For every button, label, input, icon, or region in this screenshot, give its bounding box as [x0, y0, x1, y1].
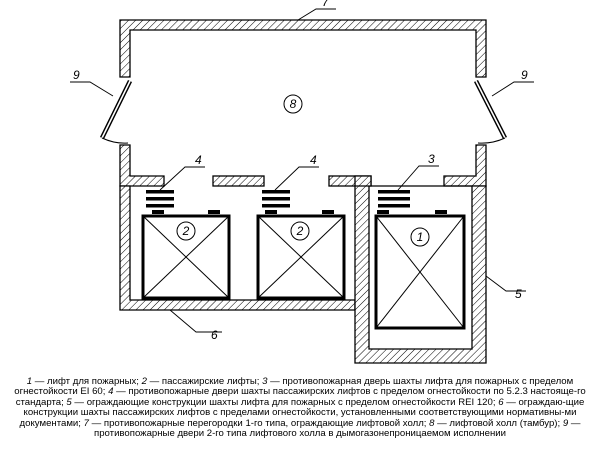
shaft-door-left-jamb-r [208, 210, 220, 214]
legend-num-5: 5 [66, 396, 72, 408]
firefighter-shaft-enclosure [354, 175, 487, 364]
leader-3 [397, 165, 439, 191]
leader-9-left [70, 81, 114, 97]
legend-text-5: — ограждающие конструкции шахты лифта дл… [71, 396, 499, 408]
shaft-door-fire-bar-1 [378, 190, 410, 194]
callout-4-left: 4 [195, 153, 202, 167]
shaft-door-left-bar-1 [146, 190, 174, 194]
legend-text-4: — противопожарные двери шахты пассажирск… [15, 386, 586, 408]
mark-8: 8 [290, 97, 297, 111]
leader-9-right [491, 81, 534, 97]
legend-text-3: — противопожарная дверь шахты лифта для … [14, 377, 574, 398]
item-marks: 8 2 2 1 [176, 94, 430, 247]
mark-circle-1 [410, 227, 430, 247]
hall-bottom-right-partition [443, 144, 487, 187]
legend-text-8: — лифтовой холл (тамбур); [434, 417, 563, 429]
hall-bottom-middle-partition [212, 175, 265, 187]
leader-5 [485, 275, 526, 292]
legend-text-9: — противопожарные двери 2-го типа лифтов… [94, 417, 581, 440]
shaft-door-middle-bar-1 [262, 190, 290, 194]
leader-7 [297, 8, 336, 21]
shaft-door-left-bar-3 [146, 204, 174, 208]
legend-num-4: 4 [108, 386, 114, 398]
mark-circle-2-left [176, 221, 196, 241]
legend-num-7: 7 [83, 417, 89, 429]
shaft-door-left-jamb-l [152, 210, 164, 214]
legend-num-9: 9 [562, 417, 569, 429]
callout-7: 7 [322, 0, 330, 9]
shaft-door-middle-jamb-r [322, 210, 334, 214]
mark-circle-2-middle [290, 221, 310, 241]
callout-9-right: 9 [521, 68, 528, 82]
legend-text-7: — противопожарные перегородки 1-го типа,… [88, 417, 430, 429]
shaft-door-left-bar-2 [146, 197, 174, 201]
legend-num-3: 3 [262, 377, 268, 387]
door-right-swing-arc [477, 137, 506, 144]
door-right-leaf-core [475, 80, 506, 139]
hall-door-left [99, 80, 133, 144]
mark-2-middle: 2 [296, 224, 304, 238]
hall-top-partition [119, 19, 487, 78]
mark-2-left: 2 [182, 224, 190, 238]
mark-1: 1 [417, 230, 424, 244]
legend-text-2: — пассажирские лифты; [146, 377, 263, 387]
legend-text-1: — лифт для пожарных; [32, 377, 142, 387]
passenger-lift-car-middle [256, 214, 346, 300]
legend-num-1: 1 [26, 377, 33, 387]
lift-cars [141, 214, 466, 330]
shaft-door-middle-bar-2 [262, 197, 290, 201]
legend-text-6: — ограждаю-щие конструкции шахты пассажи… [19, 396, 585, 429]
passenger-lift-car-left [141, 214, 231, 300]
legend-num-2: 2 [141, 377, 147, 387]
leader-lines [70, 8, 534, 333]
shaft-door-fire-jamb-l [377, 210, 389, 214]
callout-numbers: 7 9 9 4 4 3 5 6 [73, 0, 528, 342]
callout-5: 5 [515, 287, 522, 301]
leader-6 [169, 309, 222, 333]
hall-door-right [473, 79, 508, 144]
hall-bottom-left-partition [119, 144, 165, 187]
callout-9-left: 9 [73, 68, 80, 82]
legend-caption: 1 — лифт для пожарных; 2 — пассажирские … [8, 377, 592, 457]
callout-4-middle: 4 [310, 153, 317, 167]
shaft-door-middle-jamb-l [265, 210, 277, 214]
shaft-door-fire-bar-2 [378, 197, 410, 201]
legend-num-8: 8 [429, 417, 435, 429]
callout-6: 6 [211, 328, 218, 342]
legend-num-6: 6 [498, 396, 504, 408]
callout-3: 3 [428, 152, 435, 166]
door-left-swing-arc [101, 137, 129, 144]
mark-circle-8 [283, 94, 303, 114]
shaft-door-middle-bar-3 [262, 204, 290, 208]
leader-4-left [159, 166, 205, 191]
door-left-leaf-core [101, 80, 131, 139]
shaft-door-fire-bar-3 [378, 204, 410, 208]
shaft-door-fire-jamb-r [435, 210, 447, 214]
leader-4-middle [274, 166, 319, 191]
shaft-doors [146, 190, 447, 214]
